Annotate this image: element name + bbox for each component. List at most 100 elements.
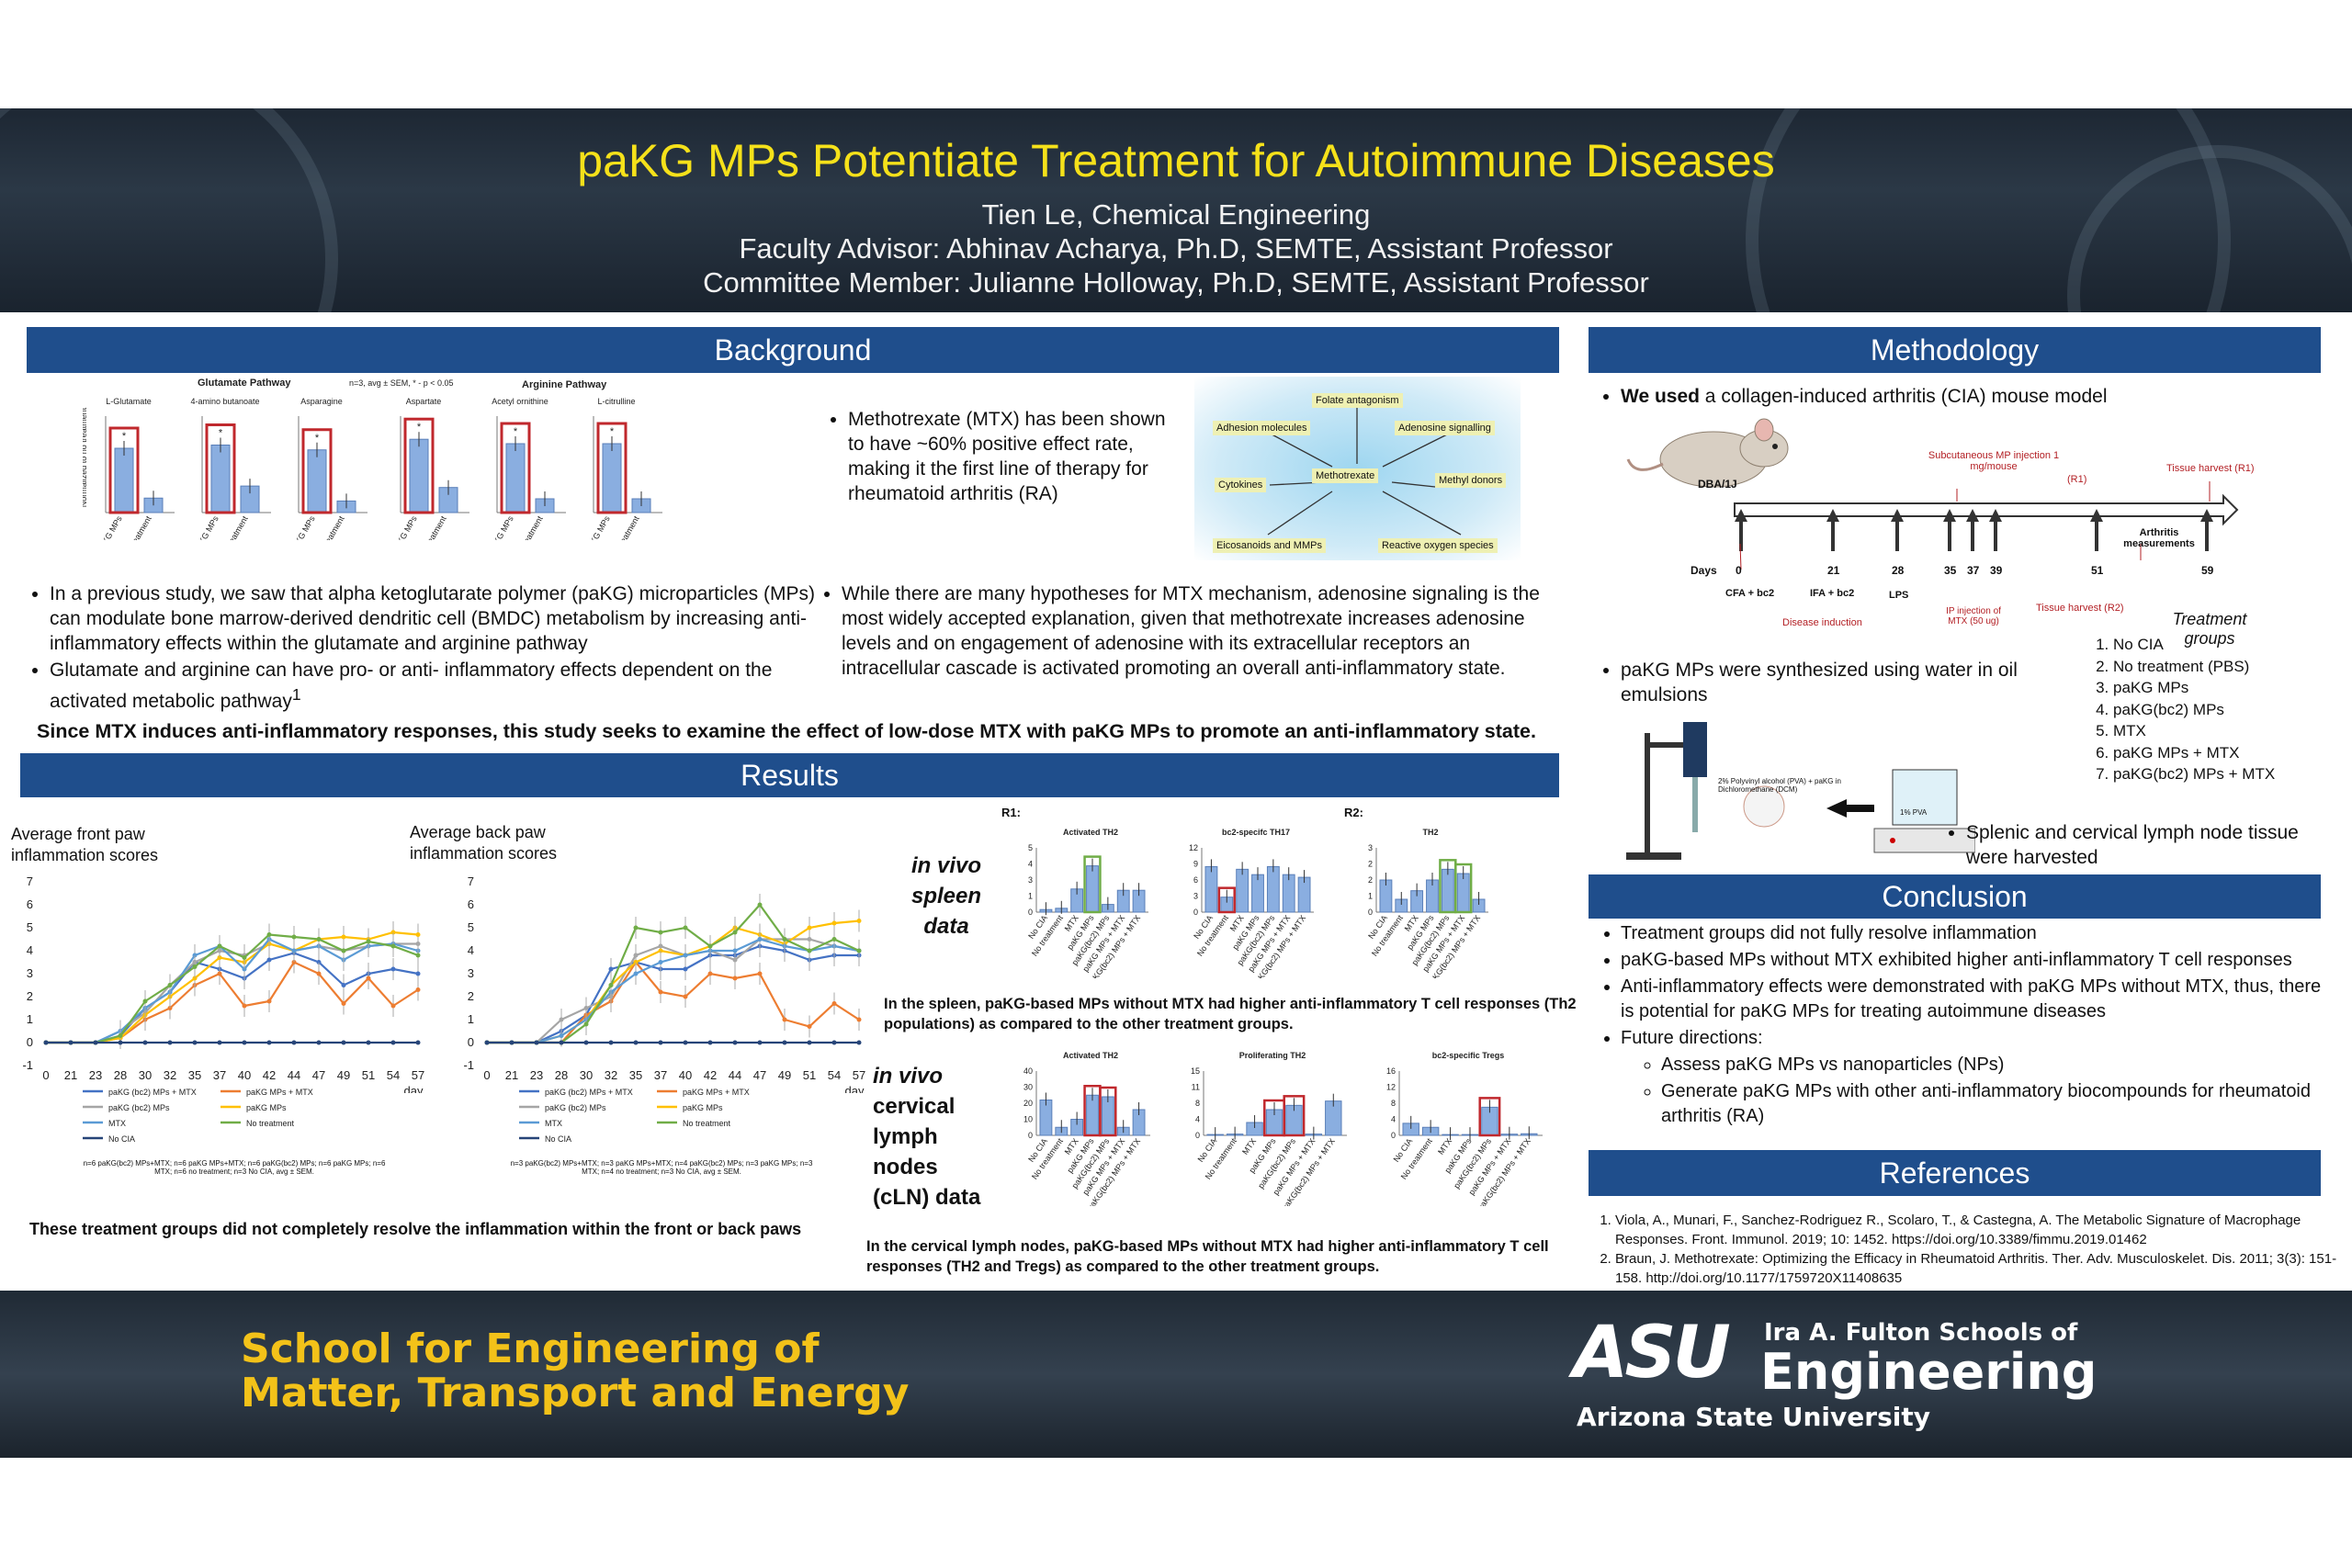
x-tick-label: 32: [164, 1068, 176, 1082]
legend-label: MTX: [545, 1119, 562, 1128]
data-point: [732, 1040, 738, 1045]
y-tick: 2: [1368, 875, 1373, 885]
y-tick: 2: [1368, 860, 1373, 869]
legend-label: No treatment: [683, 1119, 731, 1128]
data-point: [390, 930, 396, 935]
future-direction-item: Assess paKG MPs vs nanoparticles (NPs): [1661, 1053, 2323, 1077]
timeline-arrowhead: [1943, 509, 1956, 522]
method-bullet-cia: We used a collagen-induced arthritis (CI…: [1597, 384, 2323, 411]
data-point: [757, 902, 763, 908]
timeline-day: 59: [2201, 564, 2214, 577]
y-tick: 0: [1195, 1131, 1200, 1140]
y-tick-label: 3: [27, 966, 33, 980]
r1-tag: R1:: [1001, 806, 1021, 819]
y-tick: 1: [1028, 892, 1033, 901]
data-point: [192, 964, 198, 969]
y-tick-label: 5: [468, 920, 474, 934]
disease-induction-label: Disease induction: [1782, 617, 1862, 628]
x-tick-label: 0: [483, 1068, 490, 1082]
study-aim: Since MTX induces anti-inflammatory resp…: [37, 720, 1536, 742]
treatment-group-item: paKG MPs + MTX: [2113, 742, 2275, 764]
data-point: [366, 976, 371, 981]
x-tick-label: 44: [288, 1068, 300, 1082]
timeline-day: 35: [1944, 564, 1957, 577]
bar-label: No treatment: [218, 514, 250, 540]
x-tick-label: 51: [803, 1068, 816, 1082]
back-paw-title: Average back paw inflammation scores: [410, 823, 558, 863]
x-tick-label: 28: [555, 1068, 568, 1082]
conclusion-bullet: Anti-inflammatory effects were demonstra…: [1621, 975, 2323, 1024]
bar-label: No treatment: [314, 514, 346, 540]
timeline-arrowhead: [2200, 509, 2213, 522]
data-point: [291, 948, 297, 953]
section-bar-background: Background: [27, 327, 1559, 373]
data-point: [658, 930, 663, 935]
bar: [1236, 868, 1250, 913]
legend-label: No CIA: [108, 1134, 135, 1144]
data-point: [390, 943, 396, 949]
timeline-day: 39: [1990, 564, 2003, 577]
y-tick: 8: [1391, 1099, 1396, 1108]
bar-label: No treatment: [609, 514, 641, 540]
data-point: [707, 971, 713, 976]
data-point: [484, 1040, 490, 1045]
data-point: [683, 953, 688, 958]
data-point: [757, 937, 763, 942]
significance-star: *: [610, 426, 615, 437]
data-point: [583, 1021, 589, 1027]
data-point: [831, 1040, 837, 1045]
series-line: [46, 931, 419, 1044]
data-point: [658, 989, 663, 995]
poster-title: paKG MPs Potentiate Treatment for Autoim…: [577, 135, 1775, 186]
significance-star: *: [315, 433, 320, 444]
y-tick-label: 2: [468, 989, 474, 1003]
data-point: [658, 948, 663, 953]
treatment-group-item: No treatment (PBS): [2113, 656, 2275, 678]
x-tick-label: 23: [89, 1068, 102, 1082]
section-bar-references: References: [1589, 1150, 2321, 1196]
metabolite-bar: [114, 447, 134, 513]
data-point: [415, 987, 421, 992]
bar-category-label: MTX: [1240, 1136, 1258, 1156]
y-tick-label: 0: [27, 1035, 33, 1049]
timeline-day: 28: [1892, 564, 1905, 577]
data-point: [807, 937, 812, 942]
data-point: [608, 983, 614, 987]
bar-chart-title: bc2-specific Tregs: [1432, 1051, 1505, 1060]
bar-label: paKG MPs: [192, 514, 220, 540]
data-point: [559, 1033, 564, 1038]
fig-glutamate-title: Glutamate Pathway: [198, 378, 291, 389]
bar: [1086, 1094, 1099, 1136]
significance-box: [301, 428, 333, 514]
data-point: [316, 1040, 322, 1045]
y-tick: 4: [1195, 1115, 1200, 1124]
metabolite-bar-figure: Glutamate Pathway n=3, avg ± SEM, * - p …: [83, 378, 662, 540]
series-line: [487, 938, 860, 1044]
references-list: Viola, A., Munari, F., Sanchez-Rodriguez…: [1589, 1211, 2341, 1288]
data-point: [217, 971, 222, 976]
y-tick: 10: [1023, 1115, 1033, 1124]
data-point: [633, 960, 639, 964]
x-tick-label: 21: [505, 1068, 518, 1082]
spleen-caption: In the spleen, paKG-based MPs without MT…: [884, 996, 1577, 1032]
x-tick-label: 49: [337, 1068, 350, 1082]
legend-label: paKG (bc2) MPs: [545, 1103, 606, 1112]
bar-label: No treatment: [513, 514, 545, 540]
data-point: [807, 948, 812, 953]
series-line: [46, 938, 419, 1044]
panel-title: Asparagine: [300, 397, 343, 406]
mouse-strain: DBA/1J: [1698, 478, 1737, 491]
data-point: [583, 1006, 589, 1010]
future-direction-item: Generate paKG MPs with other anti-inflam…: [1661, 1079, 2323, 1129]
y-tick: 16: [1386, 1066, 1396, 1076]
data-point: [633, 1040, 639, 1045]
legend-label: MTX: [108, 1119, 126, 1128]
x-axis-label: day: [845, 1084, 865, 1093]
y-tick: 0: [1391, 1131, 1396, 1140]
data-point: [807, 925, 812, 931]
bar-label: paKG MPs: [96, 514, 124, 540]
fig-ylabel: Normalized to no treatment: [83, 407, 88, 507]
